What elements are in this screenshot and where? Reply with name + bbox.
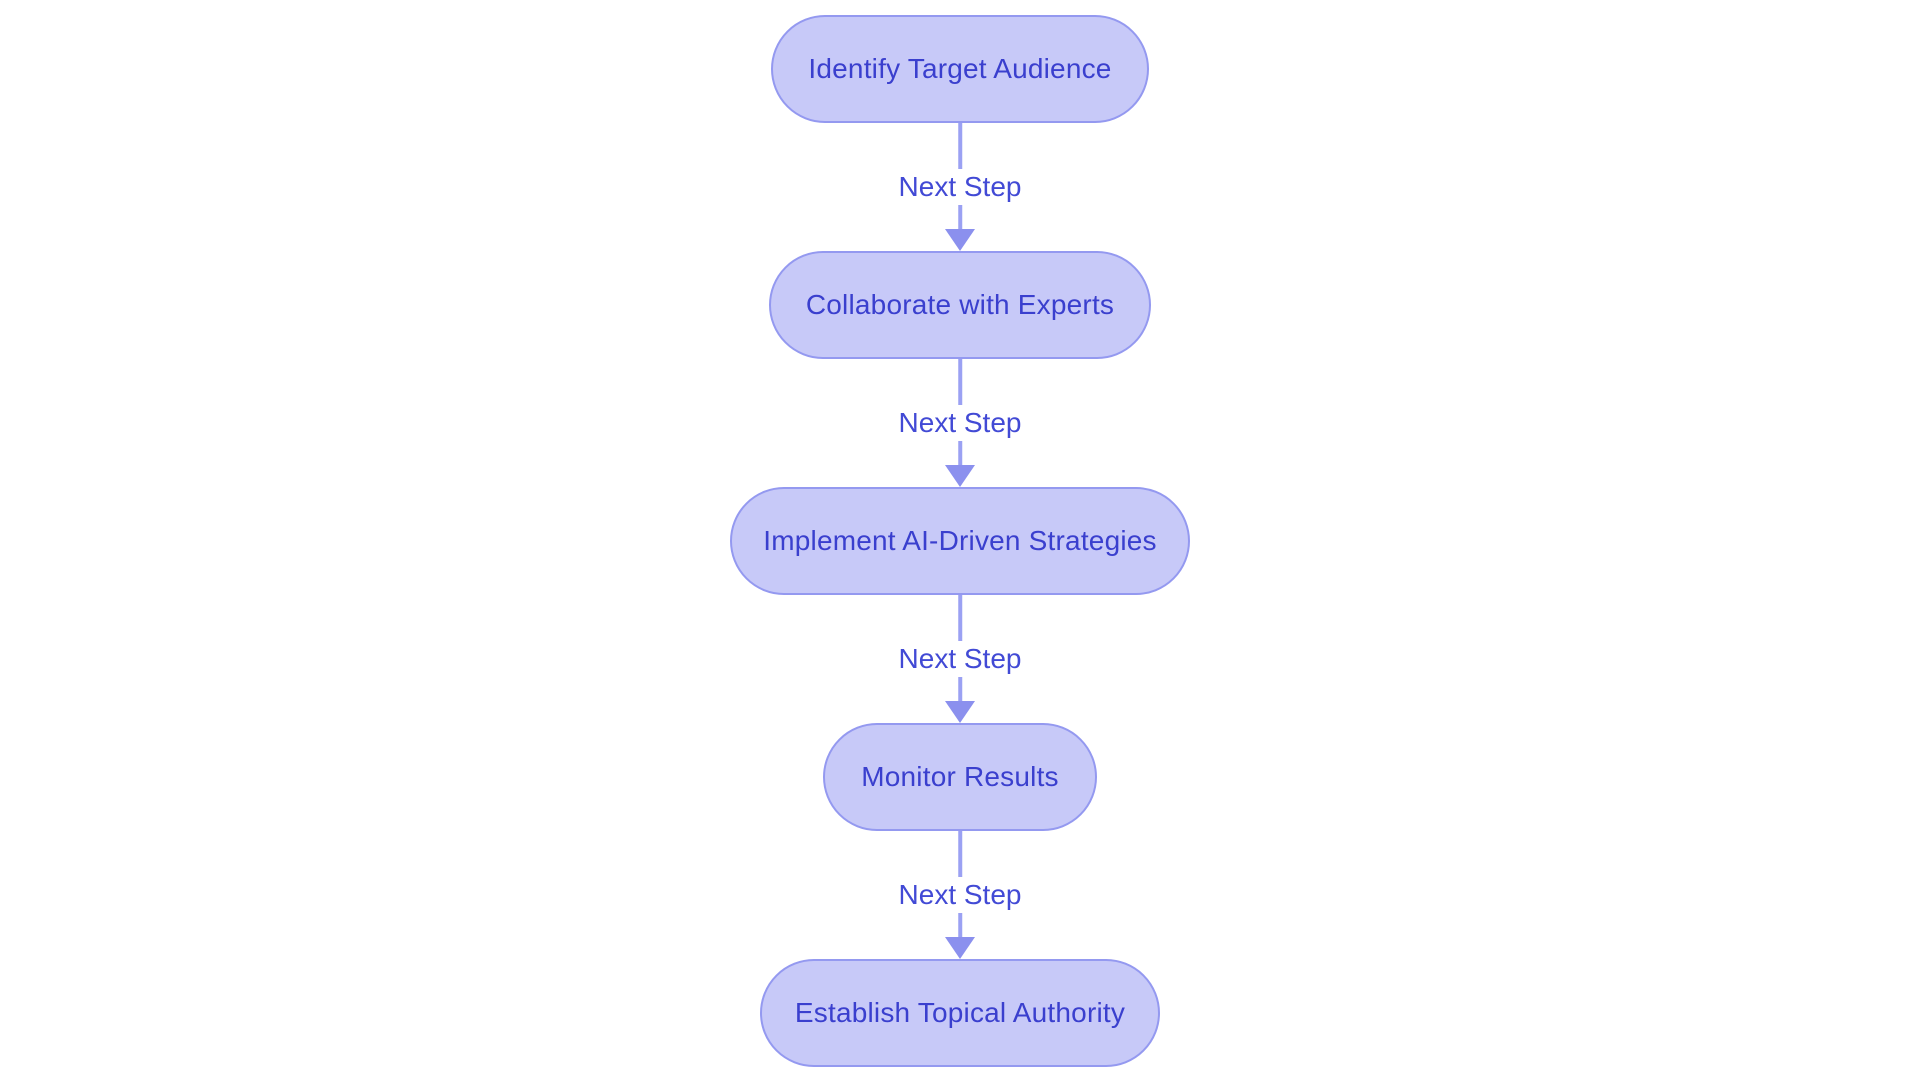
edge-label: Next Step xyxy=(890,405,1030,441)
node-label: Implement AI-Driven Strategies xyxy=(763,525,1157,556)
flow-node-implement-ai-driven-strategies: Implement AI-Driven Strategies xyxy=(730,487,1190,595)
flowchart-column: Identify Target Audience Next Step Colla… xyxy=(0,15,1920,1067)
edge-step2-step3: Next Step xyxy=(850,359,1070,487)
edge-step3-step4: Next Step xyxy=(850,595,1070,723)
flow-node-monitor-results: Monitor Results xyxy=(823,723,1097,831)
node-label: Collaborate with Experts xyxy=(805,289,1115,320)
flow-node-establish-topical-authority: Establish Topical Authority xyxy=(760,959,1160,1067)
arrow-down-icon xyxy=(945,229,975,251)
edge-step4-step5: Next Step xyxy=(850,831,1070,959)
node-label: Establish Topical Authority xyxy=(794,997,1126,1028)
edge-step1-step2: Next Step xyxy=(850,123,1070,251)
arrow-down-icon xyxy=(945,701,975,723)
edge-label: Next Step xyxy=(890,641,1030,677)
arrow-down-icon xyxy=(945,937,975,959)
arrow-down-icon xyxy=(945,465,975,487)
node-label: Identify Target Audience xyxy=(808,53,1112,84)
edge-label: Next Step xyxy=(890,169,1030,205)
flow-node-identify-target-audience: Identify Target Audience xyxy=(771,15,1149,123)
edge-label: Next Step xyxy=(890,877,1030,913)
flow-node-collaborate-with-experts: Collaborate with Experts xyxy=(769,251,1151,359)
node-label: Monitor Results xyxy=(861,761,1059,792)
